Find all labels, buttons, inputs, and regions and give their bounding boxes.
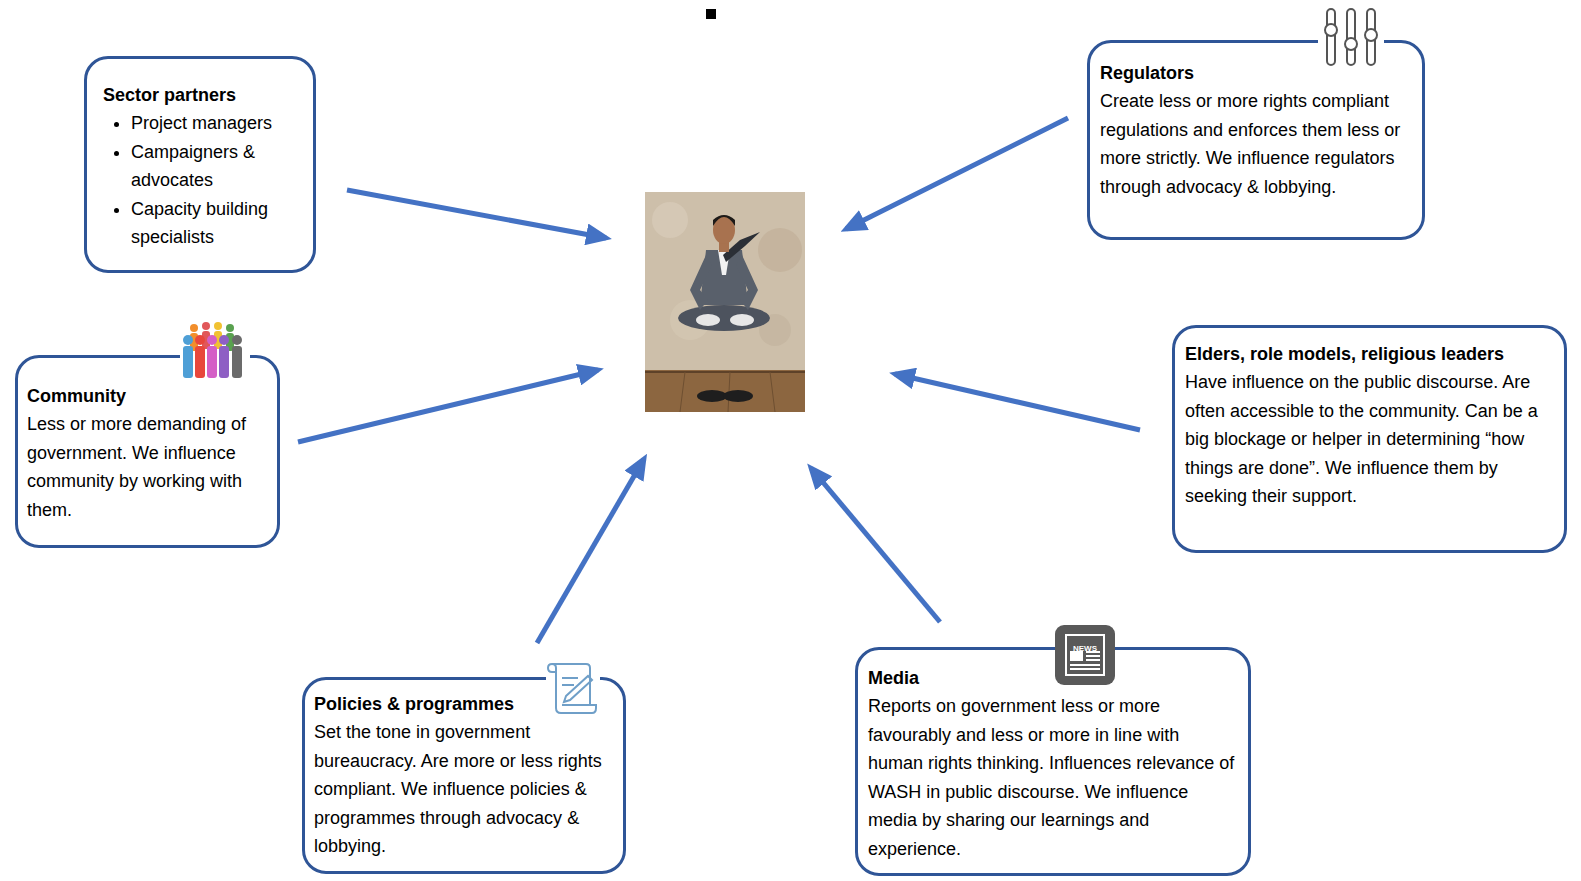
box-heading: Elders, role models, religious leaders	[1185, 340, 1552, 368]
info-box: Policies & programmesSet the tone in gov…	[302, 677, 626, 874]
scroll-icon	[546, 658, 600, 716]
box-body: Have influence on the public discourse. …	[1185, 368, 1552, 511]
box-heading: Regulators	[1100, 59, 1410, 87]
sliders-icon	[1318, 6, 1384, 68]
info-box: Sector partnersProject managersCampaigne…	[84, 56, 316, 273]
people-icon	[180, 318, 250, 384]
box-heading: Sector partners	[103, 81, 301, 109]
info-box: Elders, role models, religious leadersHa…	[1172, 325, 1567, 553]
influence-arrows	[298, 118, 1140, 643]
bullet-list: Project managersCampaigners & advocatesC…	[103, 109, 301, 252]
bullet-text: Campaigners & advocates	[131, 142, 255, 191]
info-box: RegulatorsCreate less or more rights com…	[1087, 40, 1425, 240]
bullet-item: Capacity building specialists	[131, 195, 301, 252]
bullet-item: Campaigners & advocates	[131, 138, 301, 195]
info-box: MediaReports on government less or more …	[855, 647, 1251, 876]
box-body: Set the tone in government bureaucracy. …	[314, 718, 611, 861]
bullet-item: Project managers	[131, 109, 301, 138]
icon-label: NEWS	[1073, 644, 1097, 653]
bullet-text: Project managers	[131, 113, 272, 133]
small-square	[706, 9, 716, 19]
bullet-text: Capacity building specialists	[131, 199, 268, 248]
box-heading: Community	[27, 382, 265, 410]
levitating-man-photo	[645, 192, 805, 412]
box-heading: Media	[868, 664, 1236, 692]
box-body: Reports on government less or more favou…	[868, 692, 1236, 863]
info-box: CommunityLess or more demanding of gover…	[15, 355, 280, 548]
news-icon	[1055, 625, 1115, 685]
box-heading: Policies & programmes	[314, 690, 611, 718]
box-body: Create less or more rights compliant reg…	[1100, 87, 1410, 201]
box-body: Less or more demanding of government. We…	[27, 410, 265, 524]
news-badge: NEWS	[1068, 637, 1102, 655]
